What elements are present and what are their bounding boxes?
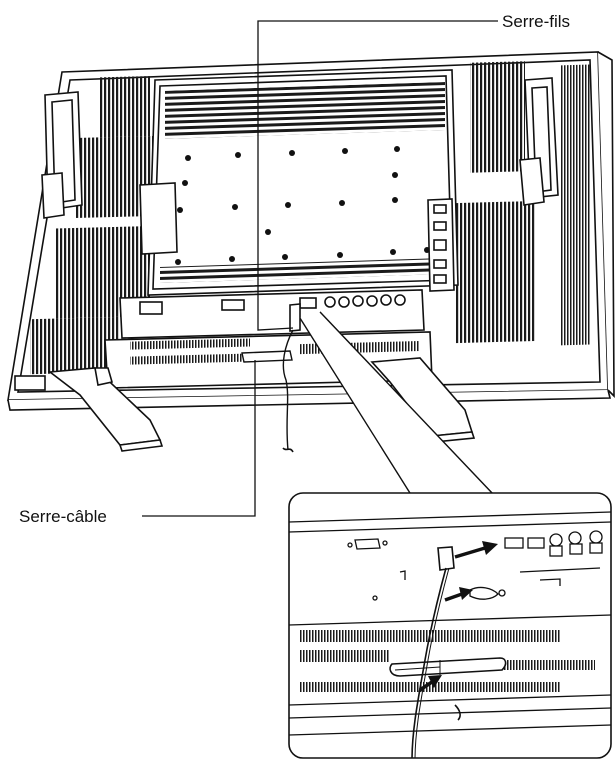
right-vent-block-lower — [455, 200, 535, 344]
left-side-connector — [14, 375, 46, 391]
left-vent-block-mid — [55, 226, 150, 319]
monitor-wire-clamp — [289, 303, 301, 332]
detail-vent-row-3 — [300, 682, 560, 692]
zoom-cone-fill — [300, 312, 492, 493]
detail-tie-clip — [469, 586, 499, 600]
detail-power-cable — [411, 567, 447, 758]
detail-cable-clamp — [389, 657, 507, 677]
left-vent-block-top — [100, 76, 150, 138]
right-carry-handle — [519, 77, 559, 206]
terminal-connectors — [139, 294, 406, 315]
left-carry-handle — [41, 91, 83, 219]
detail-callout — [288, 311, 612, 759]
wire-clamp-label: Serre-fils — [502, 12, 570, 31]
right-stand — [370, 357, 476, 443]
arrow-to-tie-clip — [444, 587, 473, 602]
detail-vent-row-4 — [455, 660, 595, 670]
cable-clamp-label: Serre-câble — [19, 507, 107, 526]
detail-inset-frame — [288, 492, 612, 759]
monitor-cable-clamp — [241, 350, 293, 363]
bottom-terminal-strip — [119, 289, 425, 339]
rating-label-plate — [139, 182, 178, 255]
side-connector-column — [427, 198, 455, 292]
right-vent-block-edge — [560, 64, 590, 346]
lower-horizontal-vents — [160, 258, 445, 283]
callout-leaders — [142, 20, 498, 517]
wire-clamp-leader — [257, 20, 498, 331]
left-stand — [47, 367, 164, 452]
detail-vent-row-2 — [300, 650, 390, 662]
right-vent-block-upper — [470, 61, 525, 173]
detail-wire-clamp — [437, 546, 455, 571]
lower-vent-row-2 — [130, 352, 270, 365]
left-vent-block-upper — [75, 135, 155, 219]
monitor-rear-view — [7, 51, 615, 453]
monitor-frame-depth — [7, 389, 612, 411]
arrow-to-connector — [454, 541, 498, 559]
arrow-to-cable-clamp — [419, 675, 442, 692]
left-vent-block-lower — [30, 316, 120, 375]
cable-clamp-leader — [142, 360, 256, 517]
lower-vent-row-1 — [130, 338, 250, 350]
upper-horizontal-vents — [165, 82, 445, 139]
detail-arrows — [419, 541, 498, 692]
power-cable — [282, 329, 294, 451]
monitor-inner-frame — [17, 59, 601, 393]
detail-connectors — [347, 530, 603, 557]
